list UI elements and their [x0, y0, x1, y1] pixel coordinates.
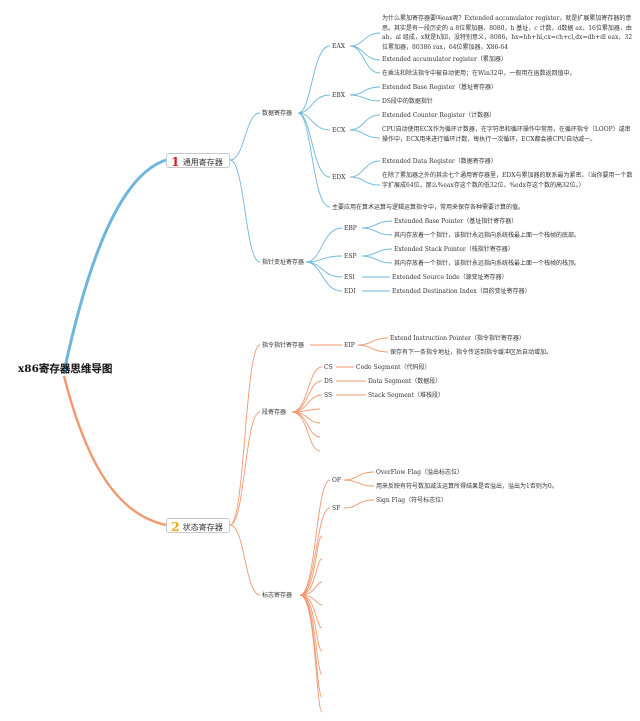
- node-eip-name[interactable]: Extend Instruction Pointer（指令指针寄存器）: [390, 335, 525, 342]
- node-eax-history[interactable]: 为什么累加寄存器要叫eax呢？Extended accumulator regi…: [382, 15, 633, 51]
- node-edi[interactable]: EDI: [344, 288, 356, 295]
- node-cs[interactable]: CS: [324, 364, 333, 371]
- node-pointer-index-registers[interactable]: 指针变址寄存器: [262, 259, 305, 266]
- node-cs-name[interactable]: Code Segment（代码段）: [356, 364, 431, 371]
- connectors-branch1: [229, 32, 393, 292]
- node-data-registers[interactable]: 数据寄存器: [262, 110, 293, 117]
- node-esp-name[interactable]: Extended Stack Pointer（栈指针寄存器）: [394, 246, 514, 253]
- node-esi[interactable]: ESI: [344, 274, 355, 281]
- node-ebx[interactable]: EBX: [332, 92, 346, 99]
- node-ecx-name[interactable]: Extended Counter Register（计数器）: [382, 112, 496, 119]
- node-of[interactable]: OF: [332, 477, 342, 484]
- node-ebp-name[interactable]: Extended Base Pointer（基址指针寄存器）: [394, 218, 518, 225]
- node-of-name[interactable]: OverFlow Flag（溢出标志位）: [376, 469, 463, 476]
- root-node[interactable]: x86寄存器思维导图: [18, 363, 113, 375]
- node-segment-registers[interactable]: 段寄存器: [262, 409, 287, 416]
- node-esp-desc[interactable]: 其内存放着一个指针，该指针永远指向系统栈最上面一个栈帧的栈顶。: [394, 260, 581, 267]
- branch-label: 状态寄存器: [182, 523, 223, 532]
- node-ds[interactable]: DS: [324, 378, 333, 385]
- node-ss-name[interactable]: Stack Segment（堆栈段）: [368, 392, 445, 399]
- node-ebx-name[interactable]: Extended Base Register（基址寄存器）: [382, 84, 497, 91]
- node-data-registers-summary[interactable]: 主要应用在算术运算与逻辑运算指令中，常用来保存各种需要计算的值。: [332, 204, 525, 211]
- node-edi-name[interactable]: Extended Destination Index（目的变址寄存器）: [392, 288, 531, 295]
- node-sf-name[interactable]: Sign Flag（符号标志位）: [376, 497, 448, 504]
- node-instruction-pointer-registers[interactable]: 指令指针寄存器: [262, 342, 305, 349]
- node-sf[interactable]: SF: [332, 505, 341, 512]
- node-of-desc[interactable]: 用来反映有符号数加减法运算所得结果是否溢出，溢出为1否则为0。: [376, 483, 558, 490]
- branch-number-2: 2: [171, 519, 180, 534]
- node-flag-registers[interactable]: 标志寄存器: [262, 592, 293, 599]
- node-ebp-desc[interactable]: 其内存放着一个指针，该指针永远指向系统栈最上面一个栈帧的底部。: [394, 232, 581, 239]
- node-edx-name[interactable]: Extended Data Register（数据寄存器）: [382, 158, 497, 165]
- node-esp[interactable]: ESP: [344, 253, 357, 260]
- node-edx[interactable]: EDX: [332, 174, 346, 181]
- connector-root-branch1: [62, 158, 167, 373]
- node-edx-desc[interactable]: 在除了累加器之外的其余七个通用寄存器里，EDX与累加器的联系最为紧密。（当你要用…: [382, 172, 633, 189]
- node-esi-name[interactable]: Extended Source Inde（源变址寄存器）: [392, 274, 508, 281]
- node-eip[interactable]: EIP: [344, 342, 355, 349]
- node-eax-name[interactable]: Extended accumulator register（累加器）: [382, 56, 507, 63]
- node-ebp[interactable]: EBP: [344, 225, 357, 232]
- connector-root-branch2: [62, 375, 167, 527]
- node-eax[interactable]: EAX: [332, 43, 345, 50]
- branch-number-1: 1: [171, 154, 180, 169]
- node-eax-usage[interactable]: 在乘法和除法指令中被自动使用；在Win32中，一般用在函数返回值中。: [382, 70, 576, 77]
- node-ss[interactable]: SS: [324, 392, 333, 399]
- node-eip-desc[interactable]: 保存有下一条指令地址，指令传送到指令缓冲区后自动增加。: [390, 349, 553, 356]
- node-ecx[interactable]: ECX: [332, 127, 346, 134]
- node-ds-name[interactable]: Data Segment（数据段）: [368, 378, 442, 385]
- connectors-branch2: [229, 337, 389, 713]
- node-ebx-desc[interactable]: DS段中的数据指针: [382, 98, 433, 105]
- branch-label: 通用寄存器: [182, 158, 223, 167]
- node-ecx-desc[interactable]: CPU自动使用ECX作为循环计数器，在字符串和循环操作中常用，在循环指令（LOO…: [382, 126, 631, 143]
